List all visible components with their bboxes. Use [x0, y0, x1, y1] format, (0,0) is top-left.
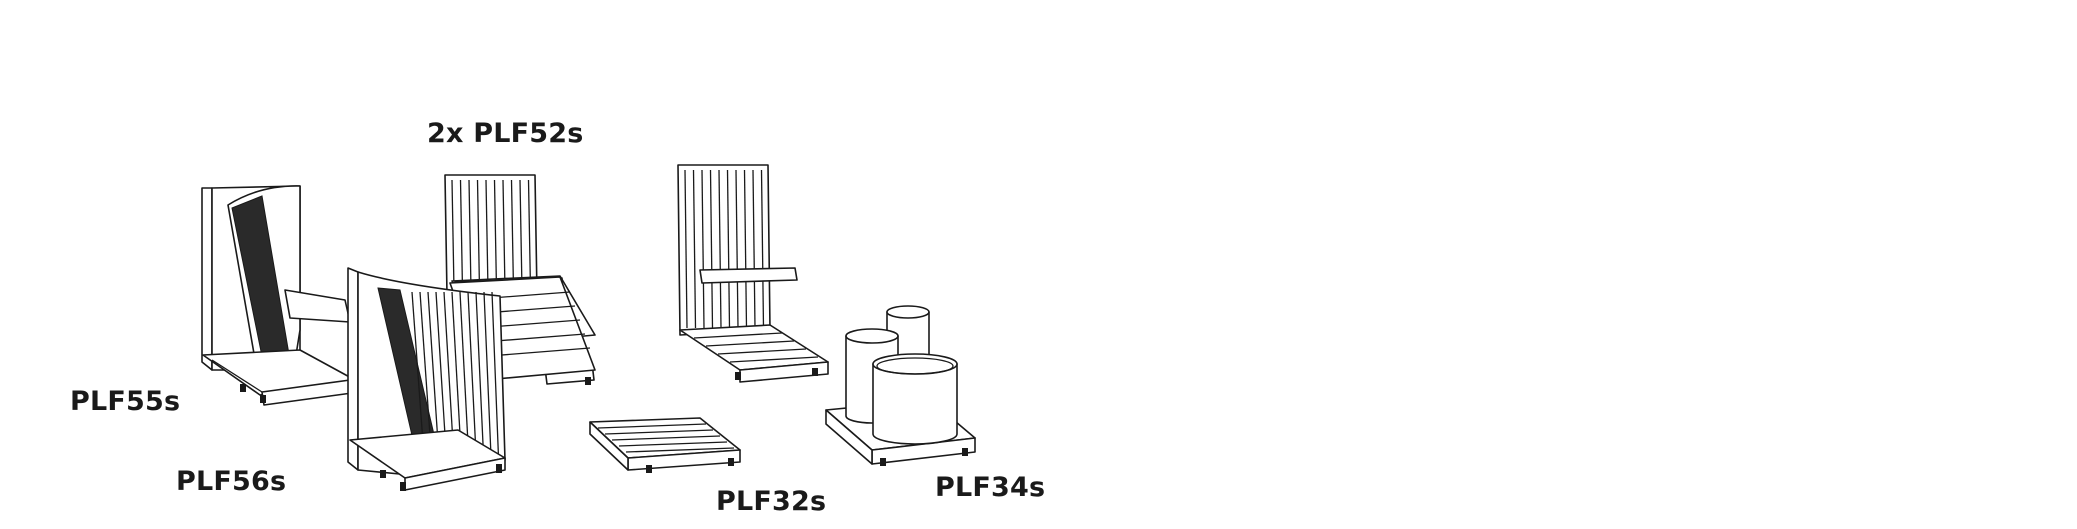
slat-line	[709, 169, 714, 329]
label-plf56s: PLF56s	[176, 466, 287, 497]
slat-line	[717, 348, 807, 355]
slat-line	[692, 169, 697, 329]
slat-line	[451, 179, 455, 291]
slat-line	[604, 429, 714, 435]
slat-line	[611, 435, 721, 441]
slat-line	[527, 179, 532, 291]
slat-line	[475, 291, 485, 471]
slat-line	[468, 179, 472, 291]
slat-line	[476, 179, 481, 291]
plf34s-planters	[825, 305, 976, 466]
label-plf34s: PLF34s	[935, 472, 1046, 503]
slat-line	[735, 169, 739, 329]
slat-line	[625, 447, 735, 453]
slat-line	[519, 179, 523, 291]
slat-line	[493, 179, 498, 291]
slat-line	[510, 179, 515, 291]
slat-line	[752, 169, 756, 329]
slat-line	[743, 169, 748, 329]
slat-line	[483, 291, 493, 471]
slat-line	[491, 291, 500, 471]
slat-line	[718, 169, 722, 329]
slat-line	[760, 169, 765, 329]
slat-line	[684, 169, 688, 329]
slat-line	[726, 169, 731, 329]
slat-line	[597, 423, 707, 429]
label-plf55s: PLF55s	[70, 386, 181, 417]
label-plf32s: PLF32s	[716, 486, 827, 517]
slat-line	[693, 332, 783, 339]
plf55s-chair	[201, 185, 356, 406]
slat-line	[618, 441, 728, 447]
slat-line	[729, 356, 819, 363]
plf52s-chair-right	[677, 164, 829, 383]
plf56s-chair	[347, 267, 506, 491]
label-plf52s: 2x PLF52s	[427, 118, 584, 149]
slat-line	[485, 179, 489, 291]
slat-line	[705, 340, 795, 347]
slat-line	[488, 347, 591, 357]
slat-line	[459, 179, 464, 291]
slat-line	[701, 169, 705, 329]
slat-line	[502, 179, 506, 291]
plf32s-platform	[589, 417, 741, 473]
